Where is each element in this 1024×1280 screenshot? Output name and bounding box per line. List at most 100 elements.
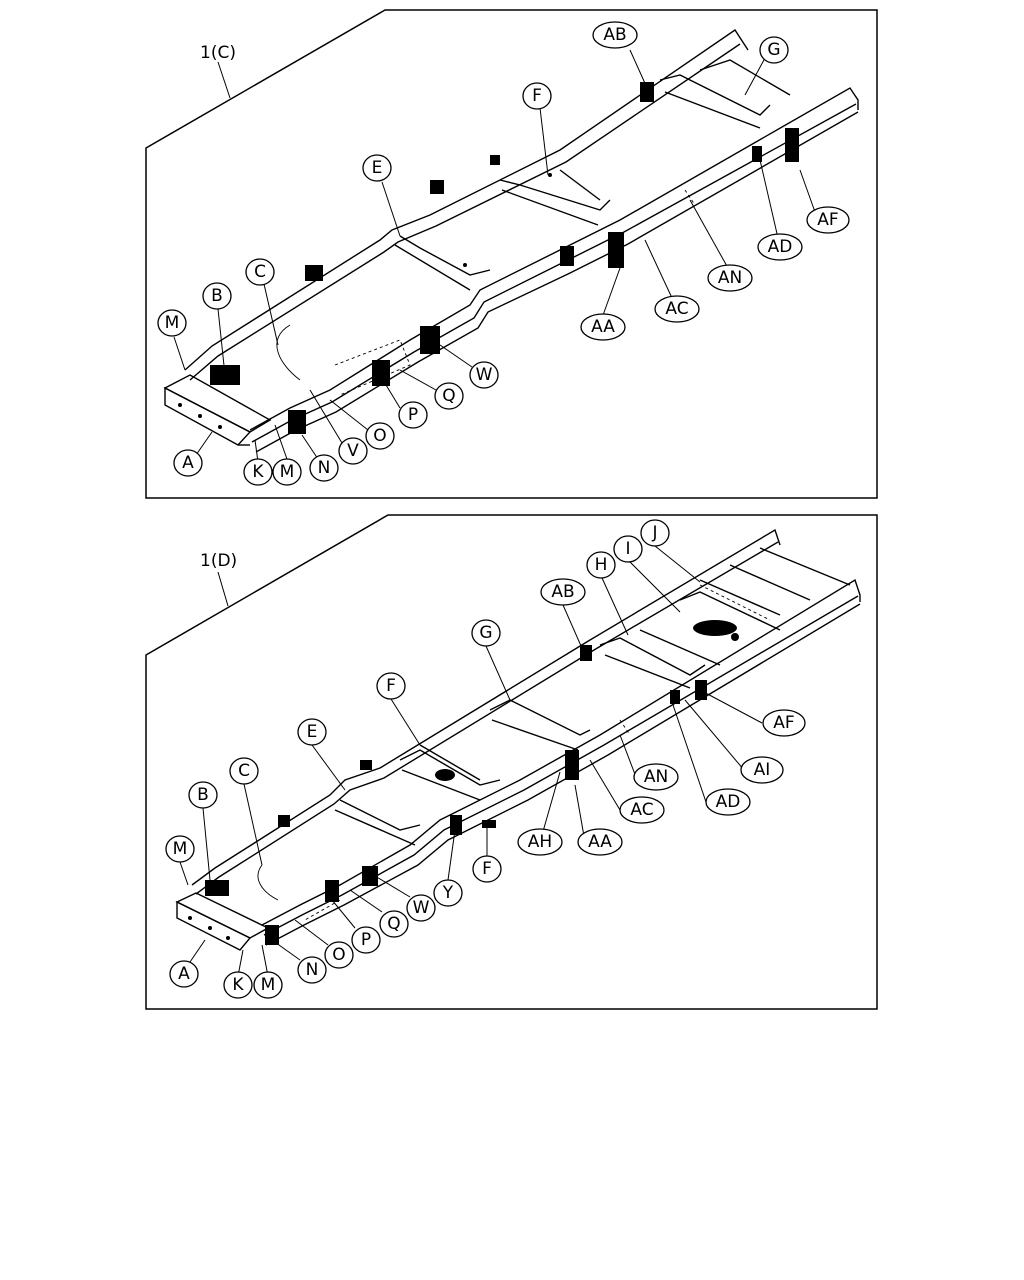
svg-text:AB: AB	[603, 25, 626, 45]
svg-text:K: K	[232, 975, 244, 995]
svg-text:E: E	[307, 722, 318, 742]
svg-text:A: A	[182, 453, 194, 473]
svg-text:V: V	[347, 441, 359, 461]
svg-text:P: P	[408, 405, 418, 425]
callout-c-b: B	[202, 282, 232, 310]
callout-c-n: N	[309, 454, 339, 482]
svg-text:K: K	[252, 462, 264, 482]
callout-d-ah: AH	[517, 828, 563, 856]
callout-c-m-bottom: M	[272, 458, 302, 486]
callout-c-ac: AC	[654, 295, 700, 323]
figure-c-title: 1(C)	[200, 43, 236, 63]
svg-text:Q: Q	[442, 386, 455, 406]
svg-text:W: W	[413, 898, 430, 918]
callouts-c: AB G F E AF AD AN C B AC AA M W Q P O V …	[157, 21, 850, 486]
callout-d-k: K	[223, 971, 253, 999]
callout-c-o: O	[365, 422, 395, 450]
svg-text:W: W	[476, 365, 493, 385]
callout-d-w: W	[406, 894, 436, 922]
callout-c-c: C	[245, 258, 275, 286]
svg-text:N: N	[306, 960, 319, 980]
callout-c-aa: AA	[580, 313, 626, 341]
callout-d-e: E	[297, 718, 327, 746]
callout-d-y: Y	[433, 879, 463, 907]
svg-text:M: M	[173, 839, 188, 859]
svg-text:M: M	[261, 975, 276, 995]
callout-d-h: H	[586, 551, 616, 579]
svg-text:C: C	[238, 761, 250, 781]
figure-d-title-leader	[217, 571, 229, 607]
svg-text:AC: AC	[630, 800, 653, 820]
svg-text:E: E	[372, 158, 383, 178]
callout-d-g: G	[471, 619, 501, 647]
callout-d-ab: AB	[540, 578, 586, 606]
callout-c-k: K	[243, 458, 273, 486]
svg-text:AN: AN	[718, 268, 742, 288]
svg-text:G: G	[479, 623, 492, 643]
callout-c-v: V	[338, 437, 368, 465]
svg-text:AF: AF	[773, 713, 794, 733]
leaders-d	[179, 545, 763, 977]
figure-c: 1(C)	[145, 9, 878, 499]
callout-c-m-top: M	[157, 309, 187, 337]
frame-c-drawing	[163, 29, 859, 453]
svg-text:O: O	[332, 945, 345, 965]
svg-text:AD: AD	[716, 792, 741, 812]
callout-d-n: N	[297, 956, 327, 984]
callout-d-b: B	[188, 781, 218, 809]
callout-c-a: A	[173, 449, 203, 477]
callout-d-af: AF	[762, 709, 806, 737]
svg-text:G: G	[767, 40, 780, 60]
callout-c-q: Q	[434, 382, 464, 410]
callout-d-f-bottom: F	[472, 855, 502, 883]
svg-text:AD: AD	[768, 237, 793, 257]
svg-text:I: I	[625, 539, 630, 559]
callout-d-o: O	[324, 941, 354, 969]
callout-c-f: F	[522, 82, 552, 110]
callout-d-an: AN	[633, 763, 679, 791]
svg-text:AC: AC	[665, 299, 688, 319]
figure-d-title: 1(D)	[200, 551, 237, 571]
callout-c-e: E	[362, 154, 392, 182]
callout-d-a: A	[169, 960, 199, 988]
callout-c-an: AN	[707, 264, 753, 292]
callout-c-g: G	[759, 36, 789, 64]
callout-d-i: I	[613, 535, 643, 563]
svg-text:H: H	[595, 555, 608, 575]
svg-text:O: O	[373, 426, 386, 446]
svg-text:AA: AA	[588, 832, 612, 852]
callout-d-ai: AI	[740, 756, 784, 784]
figure-c-title-leader	[217, 61, 231, 99]
figure-c-border	[145, 9, 878, 499]
svg-text:AI: AI	[754, 760, 771, 780]
leaders-c	[173, 49, 816, 463]
callout-d-j: J	[640, 519, 670, 547]
callout-d-aa: AA	[577, 828, 623, 856]
callout-d-p: P	[351, 926, 381, 954]
svg-text:F: F	[532, 86, 542, 106]
frame-d-drawing	[175, 528, 861, 951]
callout-d-m-bottom: M	[253, 971, 283, 999]
svg-text:Q: Q	[387, 914, 400, 934]
callouts-d: J I H AB G F AF E AI AN C AD B AC AH AA …	[165, 519, 806, 999]
callout-d-ac: AC	[619, 796, 665, 824]
callout-c-af: AF	[806, 206, 850, 234]
svg-text:F: F	[482, 859, 492, 879]
svg-text:AA: AA	[591, 317, 615, 337]
svg-text:A: A	[178, 964, 190, 984]
svg-text:Y: Y	[442, 883, 454, 903]
svg-text:AB: AB	[551, 582, 574, 602]
callout-d-ad: AD	[705, 788, 751, 816]
callout-d-m-top: M	[165, 835, 195, 863]
svg-text:AH: AH	[528, 832, 552, 852]
svg-text:B: B	[211, 286, 223, 306]
svg-text:P: P	[361, 930, 371, 950]
svg-text:F: F	[386, 676, 396, 696]
callout-c-ab: AB	[592, 21, 638, 49]
callout-d-q: Q	[379, 910, 409, 938]
svg-text:AF: AF	[817, 210, 838, 230]
svg-text:AN: AN	[644, 767, 668, 787]
svg-text:M: M	[280, 462, 295, 482]
figure-d: 1(D)	[145, 514, 878, 1010]
